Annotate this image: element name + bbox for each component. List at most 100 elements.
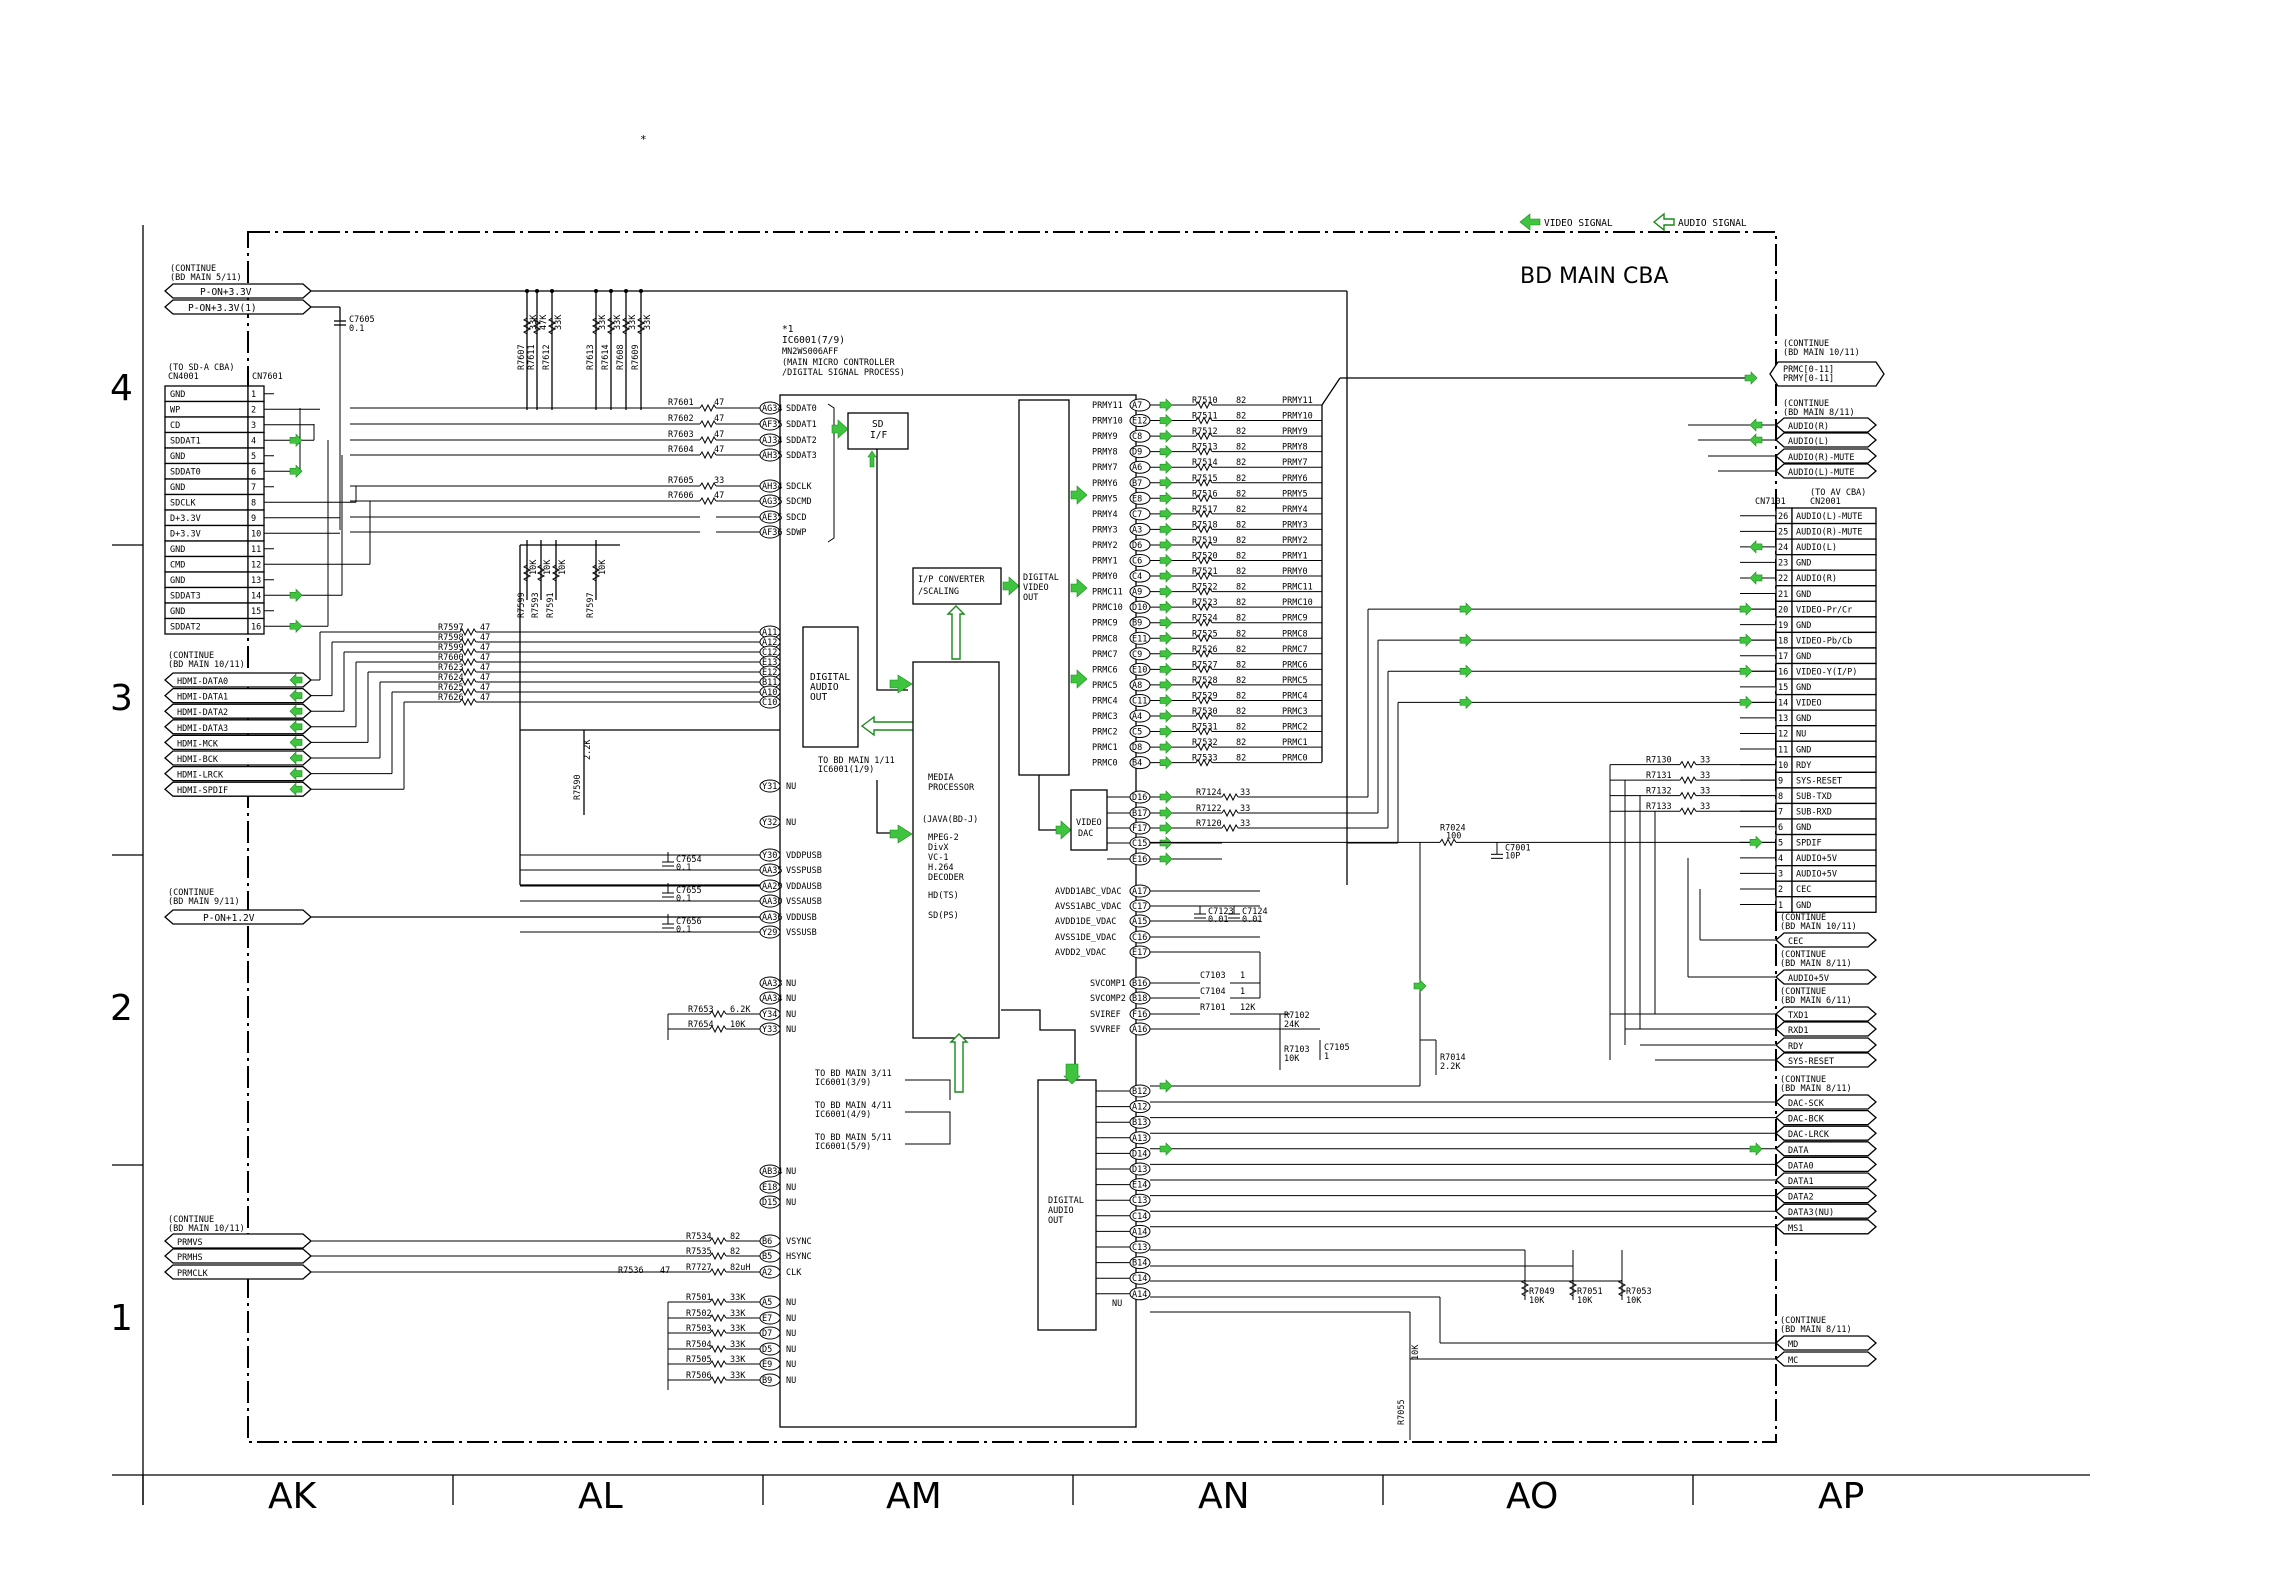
pin-number: A8 — [1132, 681, 1142, 691]
resistor-icon — [1195, 649, 1213, 658]
pin-number: A14 — [1132, 1227, 1147, 1237]
connector-tag — [1775, 448, 1877, 464]
pin-icon — [759, 1311, 781, 1325]
resistor-label: R7516 — [1192, 489, 1218, 499]
resistor-icon — [1195, 416, 1213, 425]
signal-arrow-icon — [1159, 507, 1173, 521]
pin-number: E17 — [1132, 948, 1147, 958]
resistor-label: R7520 — [1192, 552, 1218, 562]
resistor-value: 82 — [1236, 583, 1246, 593]
pin-number: A4 — [1132, 712, 1142, 722]
block-label: AUDIO — [1048, 1206, 1074, 1216]
prm-signal: PRMC3 — [1282, 707, 1308, 717]
signal-arrow-icon — [1749, 835, 1763, 850]
pin-signal: PRMY3 — [1092, 525, 1118, 535]
wire — [1321, 377, 1341, 406]
pin-number: D8 — [1132, 743, 1142, 753]
resistor-value: 10K — [1626, 1296, 1642, 1306]
video-arrow-icon — [889, 824, 913, 844]
column-label: AO — [1506, 1476, 1558, 1517]
resistor-label: R7623 — [438, 663, 464, 673]
cap-label: C7105 — [1324, 1043, 1350, 1053]
pin-signal: PRMY7 — [1092, 463, 1118, 473]
resistor-icon — [621, 317, 631, 335]
resistor-value: 82 — [1236, 645, 1246, 655]
resistor-value: 33 — [1240, 804, 1250, 814]
pullup-resistors: R760733KR761147KR761233KR761333KR761433K… — [517, 289, 780, 886]
pin-signal: VDDUSB — [786, 913, 817, 923]
resistor-icon — [591, 564, 601, 582]
resistor-value: 82 — [1236, 443, 1246, 453]
pin-signal: VDDPUSB — [786, 851, 822, 861]
signal-arrow-icon — [1744, 371, 1758, 385]
pin-icon — [759, 976, 781, 990]
audio-signal: AUDIO(L) — [1788, 437, 1829, 447]
pin-number: A12 — [1132, 1103, 1147, 1113]
resistor-label: R7535 — [686, 1247, 712, 1257]
pin-number: A10 — [762, 688, 777, 698]
resistor-icon — [1679, 776, 1697, 785]
resistor-icon — [1195, 758, 1213, 767]
resistor-icon — [709, 1328, 727, 1338]
pin-number: A11 — [762, 628, 777, 638]
digital-video-out-block: DIGITAL VIDEO OUT — [1018, 399, 1088, 840]
asterisk-mark: * — [640, 133, 647, 146]
resistor-value: 24K — [1284, 1020, 1300, 1030]
continue-label: (BD MAIN 8/11) — [1780, 959, 1852, 969]
resistor-value: 82 — [1236, 660, 1246, 670]
signal-arrow-icon — [1159, 1079, 1173, 1093]
junction-dot — [550, 289, 554, 293]
resistor-value: 33 — [714, 476, 724, 486]
block-label: DECODER — [928, 873, 965, 883]
pin-number: B14 — [1132, 1259, 1147, 1269]
legend-audio: AUDIO SIGNAL — [1678, 218, 1747, 229]
signal-arrow-icon — [1739, 602, 1753, 616]
pin-number: AG35 — [762, 497, 782, 507]
resistor-value: 82 — [1236, 412, 1246, 422]
pin-number: C14 — [1132, 1274, 1147, 1284]
pin-number: AH35 — [762, 451, 782, 461]
signal-arrow-icon — [289, 619, 303, 633]
connector-tag — [1775, 463, 1877, 479]
continue-label: (CONTINUE — [1783, 339, 1829, 349]
resistor-icon — [1195, 665, 1213, 674]
signal-arrow-icon — [1749, 540, 1763, 554]
pin-number: AF35 — [762, 420, 782, 430]
connector-tag — [1775, 1052, 1877, 1068]
pin-icon — [759, 479, 781, 493]
resistor-value: 82 — [1236, 396, 1246, 406]
row-label: 1 — [110, 1298, 133, 1339]
signal-arrow-icon — [1159, 724, 1173, 739]
connector-pin-number: 24 — [1778, 543, 1788, 553]
junction-dot — [639, 289, 643, 293]
resistor-icon — [459, 627, 477, 637]
pin-signal: PRMY6 — [1092, 479, 1118, 489]
resistor-label: R7591 — [546, 592, 556, 618]
connector-pin-number: 23 — [1778, 559, 1788, 569]
resistor-value: 47 — [480, 623, 490, 633]
resistor-icon — [1195, 463, 1213, 472]
resistor-icon — [1221, 792, 1239, 802]
pin-number: D9 — [1132, 448, 1142, 458]
resistor-icon — [709, 1267, 727, 1277]
resistor-value: 10K — [1577, 1296, 1593, 1306]
cap-value: 0.1 — [676, 894, 691, 904]
pin-number: B12 — [1132, 1087, 1147, 1097]
pin-number: A16 — [1132, 1025, 1147, 1035]
connector-pin-number: 3 — [1778, 870, 1783, 880]
connector-tag — [1775, 432, 1877, 448]
resistor-value: 10K — [730, 1020, 746, 1030]
pin-signal: PRMY10 — [1092, 417, 1123, 427]
signal-arrow-icon — [289, 720, 303, 734]
cec-signal: CEC — [1788, 937, 1803, 947]
signal-arrow-icon — [289, 704, 303, 718]
resistor-label: R7014 — [1440, 1053, 1466, 1063]
connector-tag — [1775, 1141, 1877, 1157]
resistor-label: R7601 — [668, 398, 694, 408]
resistor-label: R7527 — [1192, 660, 1218, 670]
resistor-icon — [459, 647, 477, 657]
video-arrow-icon — [889, 674, 913, 694]
resistor-icon — [1195, 494, 1213, 503]
prm-signal: PRMC5 — [1282, 676, 1308, 686]
